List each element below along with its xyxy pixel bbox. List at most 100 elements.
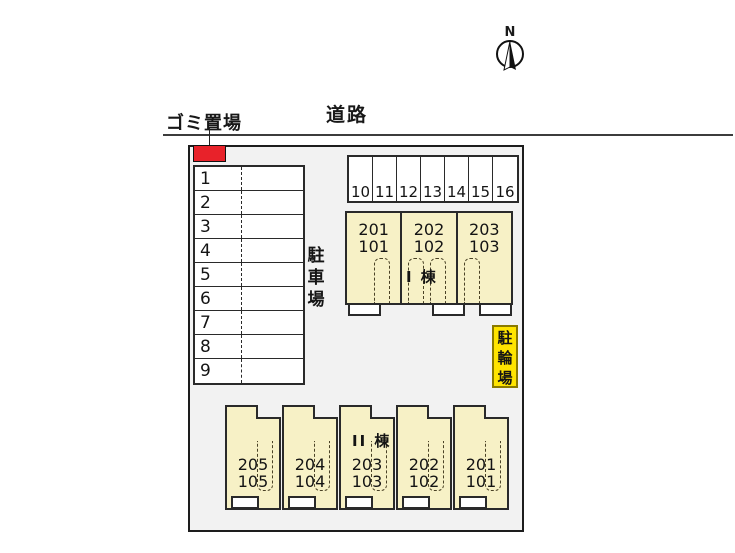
stall-divider-dash: [241, 167, 242, 190]
unit-upper-number: 202: [408, 455, 440, 474]
unit-lower-number: 103: [469, 237, 500, 256]
unit-upper-number: 201: [358, 220, 389, 239]
unit-upper-number: 203: [351, 455, 383, 474]
parking-stall-number: 15: [470, 183, 491, 201]
building-2-entry: [288, 496, 316, 509]
road-boundary-line: [163, 134, 733, 136]
parking-lot-left: 1 2 3 4 5 6 7 8: [193, 165, 305, 385]
unit-body: 201 101: [453, 417, 509, 510]
parking-stall-number: 5: [200, 265, 211, 285]
unit-room-numbers: 204 104: [284, 456, 336, 490]
building-2-unit[interactable]: 201 101: [453, 405, 509, 510]
parking-stall[interactable]: 16: [493, 157, 517, 201]
parking-stall-number: 11: [374, 183, 395, 201]
road-label: 道路: [326, 104, 369, 126]
building-1-unit[interactable]: 201 101: [347, 213, 403, 303]
parking-stall[interactable]: 9: [195, 359, 303, 383]
parking-stall[interactable]: 5: [195, 263, 303, 287]
parking-label-char: 駐: [307, 246, 325, 266]
bicycle-label-char: 駐: [497, 329, 513, 347]
stall-divider-dash: [241, 335, 242, 358]
unit-body: 202 102: [396, 417, 452, 510]
unit-room-numbers: 205 105: [227, 456, 279, 490]
parking-stall[interactable]: 12: [397, 157, 421, 201]
building-1-entry: [479, 303, 512, 316]
stair-icon: [371, 441, 387, 491]
building-1-unit[interactable]: 202 102: [402, 213, 458, 303]
notch-seam: [455, 415, 484, 421]
building-2-entry: [345, 496, 373, 509]
building-1-label: I 棟: [406, 268, 438, 286]
parking-stall-number: 10: [350, 183, 371, 201]
parking-stall-number: 13: [422, 183, 443, 201]
notch-seam: [284, 415, 313, 421]
unit-lower-number: 101: [358, 237, 389, 256]
parking-stall-number: 4: [200, 241, 211, 261]
compass-needle: [503, 40, 516, 71]
parking-label-char: 車: [307, 268, 325, 288]
building-1-entry: [348, 303, 381, 316]
compass-north-icon: N: [487, 26, 533, 80]
building-2-label: II 棟: [352, 432, 392, 450]
unit-room-numbers: 202 102: [402, 221, 455, 255]
parking-stall[interactable]: 13: [421, 157, 445, 201]
parking-stall[interactable]: 3: [195, 215, 303, 239]
building-2: 205 105 204 104: [225, 405, 509, 510]
parking-stall-number: 12: [398, 183, 419, 201]
compass-north-label: N: [504, 25, 516, 40]
parking-stall[interactable]: 1: [195, 167, 303, 191]
stall-divider-dash: [241, 191, 242, 214]
building-2-entry: [459, 496, 487, 509]
unit-room-numbers: 201 101: [455, 456, 507, 490]
notch-seam: [398, 415, 427, 421]
unit-upper-number: 201: [465, 455, 497, 474]
stair-icon: [257, 441, 273, 491]
building-2-unit[interactable]: 202 102: [396, 405, 452, 510]
stair-icon: [374, 258, 391, 303]
building-1-entry: [432, 303, 465, 316]
stall-divider-dash: [241, 359, 242, 383]
stall-divider-dash: [241, 311, 242, 334]
unit-upper-number: 205: [237, 455, 269, 474]
parking-lot-label: 駐 車 場: [304, 245, 328, 311]
parking-stall[interactable]: 8: [195, 335, 303, 359]
parking-stall[interactable]: 4: [195, 239, 303, 263]
parking-stall[interactable]: 10: [349, 157, 373, 201]
parking-stall[interactable]: 15: [469, 157, 493, 201]
stair-icon: [429, 258, 446, 303]
parking-stall[interactable]: 2: [195, 191, 303, 215]
bicycle-label-char: 場: [497, 369, 513, 387]
building-1: 201 101 202 102 203 103: [345, 211, 513, 305]
parking-stall[interactable]: 6: [195, 287, 303, 311]
unit-room-numbers: 202 102: [398, 456, 450, 490]
stair-icon: [408, 258, 425, 303]
notch-seam: [227, 415, 256, 421]
stall-divider-dash: [241, 263, 242, 286]
garbage-area-label: ゴミ置場: [166, 113, 242, 134]
stair-icon: [314, 441, 330, 491]
unit-body: 205 105: [225, 417, 281, 510]
unit-lower-number: 102: [408, 472, 440, 491]
unit-upper-number: 203: [469, 220, 500, 239]
parking-stall-number: 1: [200, 169, 211, 189]
stall-divider-dash: [241, 239, 242, 262]
bicycle-parking-sign: 駐 輪 場: [492, 325, 518, 388]
unit-lower-number: 101: [465, 472, 497, 491]
unit-room-numbers: 201 101: [347, 221, 400, 255]
building-2-unit[interactable]: 205 105: [225, 405, 281, 510]
building-1-unit[interactable]: 203 103: [458, 213, 511, 303]
parking-stall[interactable]: 14: [445, 157, 469, 201]
parking-stall[interactable]: 7: [195, 311, 303, 335]
parking-stall-number: 8: [200, 337, 211, 357]
building-2-unit[interactable]: 203 103: [339, 405, 395, 510]
building-2-entry: [231, 496, 259, 509]
garbage-leader-line: [209, 128, 210, 148]
parking-stall-number: 7: [200, 313, 211, 333]
parking-stall-number: 16: [495, 183, 515, 201]
unit-upper-number: 204: [294, 455, 326, 474]
garbage-area-marker: [193, 145, 226, 162]
stair-icon: [485, 441, 501, 491]
building-2-unit[interactable]: 204 104: [282, 405, 338, 510]
parking-stall[interactable]: 11: [373, 157, 397, 201]
